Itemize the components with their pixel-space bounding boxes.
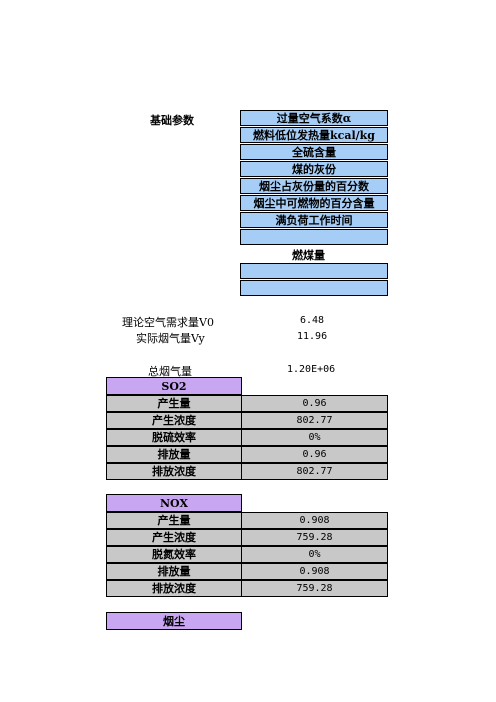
row-label: 脱硫效率: [106, 429, 242, 446]
row-label: 脱氮效率: [106, 546, 242, 563]
row-label: 排放量: [106, 446, 242, 463]
param-empty-cell[interactable]: [240, 229, 388, 245]
row-value[interactable]: 759.28: [242, 580, 388, 597]
param-dust-ash-percent[interactable]: 烟尘占灰份量的百分数: [240, 178, 388, 194]
coal-input-cell[interactable]: [240, 280, 388, 296]
table-row: 脱硫效率 0%: [106, 429, 388, 446]
param-excess-air-coefficient[interactable]: 过量空气系数α: [240, 110, 388, 126]
coal-consumption-label: 燃煤量: [292, 249, 325, 262]
row-value[interactable]: 0%: [242, 546, 388, 563]
table-row: 排放量 0.908: [106, 563, 388, 580]
row-value[interactable]: 0.96: [242, 446, 388, 463]
nox-section-header: NOX: [106, 494, 242, 512]
actual-flue-gas-label: 实际烟气量Vy: [136, 332, 205, 345]
so2-section-header: SO2: [106, 377, 242, 395]
row-label: 产生量: [106, 512, 242, 529]
coal-input-cell[interactable]: [240, 263, 388, 279]
row-value[interactable]: 0.908: [242, 563, 388, 580]
total-flue-gas-value: 1.20E+06: [287, 364, 336, 375]
table-row: 产生量 0.96: [106, 395, 388, 412]
row-label: 排放量: [106, 563, 242, 580]
dust-section-header: 烟尘: [106, 612, 242, 630]
theoretical-air-value: 6.48: [300, 315, 325, 326]
param-coal-ash[interactable]: 煤的灰份: [240, 161, 388, 177]
table-row: 脱氮效率 0%: [106, 546, 388, 563]
table-row: 排放浓度 802.77: [106, 463, 388, 480]
param-fuel-heating-value[interactable]: 燃料低位发热量kcal/kg: [240, 127, 388, 143]
row-label: 产生浓度: [106, 529, 242, 546]
param-full-load-hours[interactable]: 满负荷工作时间: [240, 212, 388, 228]
table-row: 产生浓度 802.77: [106, 412, 388, 429]
actual-flue-gas-value: 11.96: [297, 331, 328, 342]
param-dust-combustible-percent[interactable]: 烟尘中可燃物的百分含量: [240, 195, 388, 211]
table-row: 排放量 0.96: [106, 446, 388, 463]
total-flue-gas-label: 总烟气量: [148, 365, 192, 378]
row-value[interactable]: 0%: [242, 429, 388, 446]
row-value[interactable]: 802.77: [242, 463, 388, 480]
row-value[interactable]: 0.96: [242, 395, 388, 412]
basic-params-label: 基础参数: [150, 114, 194, 127]
table-row: 产生浓度 759.28: [106, 529, 388, 546]
row-label: 排放浓度: [106, 463, 242, 480]
row-label: 产生量: [106, 395, 242, 412]
theoretical-air-label: 理论空气需求量V0: [122, 316, 214, 329]
row-value[interactable]: 759.28: [242, 529, 388, 546]
param-total-sulfur[interactable]: 全硫含量: [240, 144, 388, 160]
row-value[interactable]: 802.77: [242, 412, 388, 429]
table-row: 排放浓度 759.28: [106, 580, 388, 597]
table-row: 产生量 0.908: [106, 512, 388, 529]
row-label: 产生浓度: [106, 412, 242, 429]
row-label: 排放浓度: [106, 580, 242, 597]
row-value[interactable]: 0.908: [242, 512, 388, 529]
